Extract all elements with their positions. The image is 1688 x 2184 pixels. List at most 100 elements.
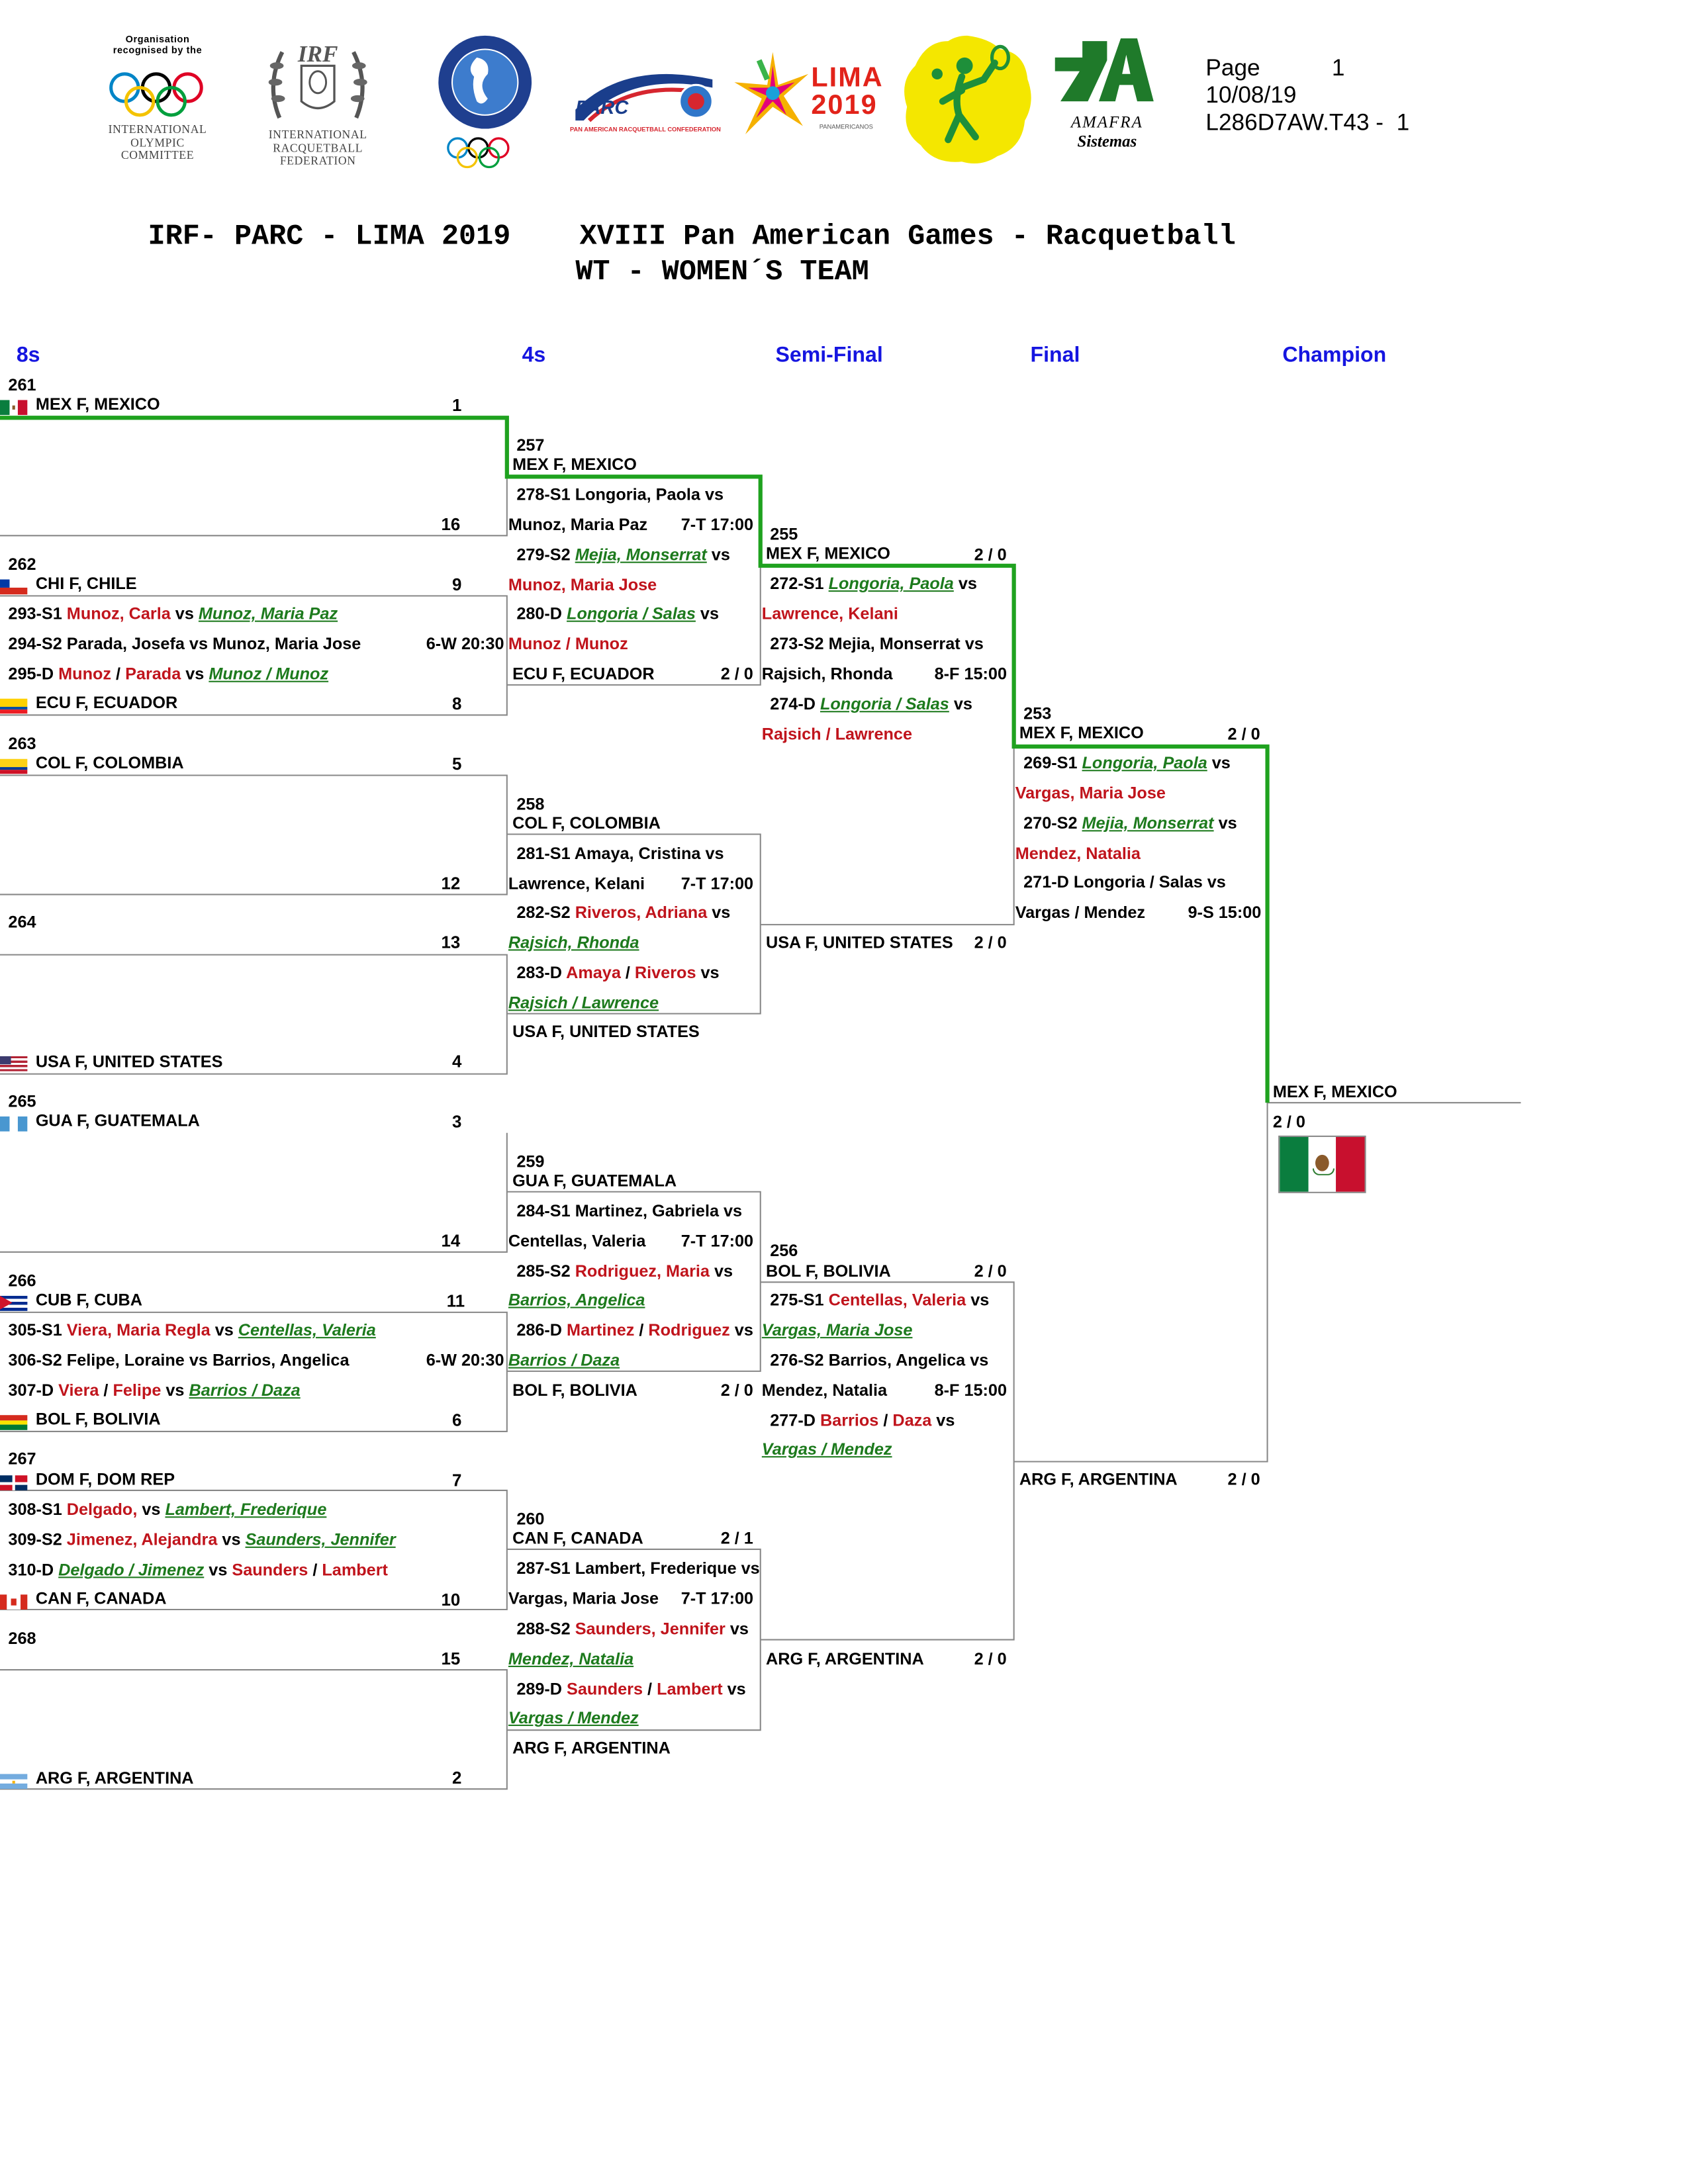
page-title: IRF- PARC - LIMA 2019 XVIII Pan American… <box>148 222 1236 253</box>
game-272: 272-S1 Longoria, Paola vs <box>770 574 977 594</box>
sf-255-team[interactable]: MEX F, MEXICO <box>766 543 890 563</box>
game-284-opponent: Centellas, Valeria <box>508 1231 646 1251</box>
seed-bol: 6 <box>452 1410 462 1430</box>
game-282: 282-S2 Riveros, Adriana vs <box>516 902 731 922</box>
match-number-267: 267 <box>8 1449 36 1469</box>
game-274-opponent: Rajsich / Lawrence <box>761 724 913 744</box>
qf-257-score: 2 / 0 <box>720 664 753 684</box>
match-number-258: 258 <box>516 794 545 814</box>
game-283: 283-D Amaya / Riveros vs <box>516 963 720 983</box>
team-usa[interactable]: USA F, UNITED STATES <box>35 1052 223 1071</box>
game-273-opponent: Rajsich, Rhonda <box>761 664 893 684</box>
flag-arg-icon <box>0 1774 28 1790</box>
qf-258-winner[interactable]: USA F, UNITED STATES <box>512 1022 700 1042</box>
match-number-262: 262 <box>8 555 36 574</box>
final-score-top: 2 / 0 <box>1227 724 1260 744</box>
match-number-265: 265 <box>8 1091 36 1111</box>
ioc-logo: Organisation recognised by the INTERNATI… <box>96 36 233 166</box>
game-271-opponent: Vargas / Mendez <box>1015 902 1145 922</box>
game-277-opponent: Vargas / Mendez <box>761 1439 892 1459</box>
game-287-opponent: Vargas, Maria Jose <box>508 1588 659 1608</box>
final-team-top[interactable]: MEX F, MEXICO <box>1019 723 1144 743</box>
round-header-8s: 8s <box>16 343 40 367</box>
qf-259-winner[interactable]: BOL F, BOLIVIA <box>512 1381 637 1400</box>
qf-260-team[interactable]: CAN F, CANADA <box>512 1528 643 1548</box>
panam-sports-logo <box>436 30 534 173</box>
game-276: 276-S2 Barrios, Angelica vs <box>770 1350 989 1370</box>
champion-team[interactable]: MEX F, MEXICO <box>1272 1082 1397 1102</box>
sf-256-winner-score: 2 / 0 <box>974 1649 1007 1669</box>
report-date: 10/08/19 <box>1205 82 1297 109</box>
seed-bye-15: 15 <box>441 1649 461 1669</box>
team-mex[interactable]: MEX F, MEXICO <box>35 394 160 414</box>
game-285-opponent: Barrios, Angelica <box>508 1290 645 1310</box>
qf-257-team[interactable]: MEX F, MEXICO <box>512 455 637 475</box>
seed-ecu: 8 <box>452 694 462 714</box>
flag-col-icon <box>0 758 28 774</box>
team-gua[interactable]: GUA F, GUATEMALA <box>35 1111 200 1130</box>
game-269-opponent: Vargas, Maria Jose <box>1015 783 1166 803</box>
sf-255-loser[interactable]: USA F, UNITED STATES <box>766 933 953 952</box>
game-286: 286-D Martinez / Rodriguez vs <box>516 1320 753 1340</box>
match-number-255: 255 <box>770 524 798 544</box>
game-275: 275-S1 Centellas, Valeria vs <box>770 1290 990 1310</box>
game-309: 309-S2 Jimenez, Alejandra vs Saunders, J… <box>8 1529 396 1549</box>
irf-crest-icon <box>268 51 367 119</box>
qf-259-team[interactable]: GUA F, GUATEMALA <box>512 1171 677 1191</box>
qf-257-loser[interactable]: ECU F, ECUADOR <box>512 664 655 684</box>
olympic-rings-icon <box>109 72 203 117</box>
amafra-mark-icon <box>1055 38 1154 102</box>
game-279: 279-S2 Mejia, Monserrat vs <box>516 545 730 565</box>
game-287: 287-S1 Lambert, Frederique vs <box>516 1559 760 1578</box>
sf-256-winner[interactable]: ARG F, ARGENTINA <box>766 1649 924 1669</box>
round-header-champion: Champion <box>1282 343 1387 367</box>
team-ecu[interactable]: ECU F, ECUADOR <box>35 693 178 713</box>
report-code: L286D7AW.T43 - 1 <box>1205 109 1410 136</box>
match-number-256: 256 <box>770 1241 798 1261</box>
amafra-logo: AMAFRA Sistemas <box>1053 36 1162 159</box>
game-281-time: 7-T 17:00 <box>680 874 754 893</box>
flag-cub-icon <box>0 1296 28 1311</box>
game-269: 269-S1 Longoria, Paola vs <box>1023 753 1231 773</box>
ioc-caption-top: Organisation recognised by the <box>113 35 203 56</box>
seed-arg: 2 <box>452 1768 462 1788</box>
team-cub[interactable]: CUB F, CUBA <box>35 1290 143 1310</box>
game-289-opponent: Vargas / Mendez <box>508 1708 639 1728</box>
team-bol[interactable]: BOL F, BOLIVIA <box>35 1409 161 1429</box>
lima-star-icon <box>734 52 809 134</box>
panam-globe-icon <box>438 35 532 169</box>
page-subtitle: WT - WOMEN´S TEAM <box>575 257 869 289</box>
team-can[interactable]: CAN F, CANADA <box>35 1588 167 1608</box>
game-288: 288-S2 Saunders, Jennifer vs <box>516 1619 749 1639</box>
match-number-263: 263 <box>8 734 36 754</box>
team-col[interactable]: COL F, COLOMBIA <box>35 753 184 773</box>
sf-256-team[interactable]: BOL F, BOLIVIA <box>766 1261 891 1281</box>
round-header-4s: 4s <box>522 343 546 367</box>
game-294: 294-S2 Parada, Josefa vs Munoz, Maria Jo… <box>8 634 361 654</box>
game-272-opponent: Lawrence, Kelani <box>761 604 898 623</box>
parc-arc-icon <box>575 73 714 122</box>
team-dom[interactable]: DOM F, DOM REP <box>35 1469 175 1489</box>
parc-logo: PARC PAN AMERICAN RACQUETBALL CONFEDERAT… <box>570 60 724 142</box>
team-arg[interactable]: ARG F, ARGENTINA <box>35 1768 194 1788</box>
game-293: 293-S1 Munoz, Carla vs Munoz, Maria Paz <box>8 604 338 623</box>
game-281: 281-S1 Amaya, Cristina vs <box>516 843 724 863</box>
irf-logo: IRF INTERNATIONAL RACQUETBALL FEDERATION <box>260 36 383 170</box>
page-label: Page <box>1205 54 1260 81</box>
game-278-opponent: Munoz, Maria Paz <box>508 515 648 535</box>
match-number-261: 261 <box>8 375 36 395</box>
qf-258-team[interactable]: COL F, COLOMBIA <box>512 813 661 833</box>
match-number-253: 253 <box>1023 704 1052 723</box>
match-number-264: 264 <box>8 912 36 932</box>
game-270: 270-S2 Mejia, Monserrat vs <box>1023 813 1237 833</box>
lima-caption: PANAMERICANOS <box>819 123 873 130</box>
flag-mex-icon <box>0 400 28 416</box>
game-308: 308-S1 Delgado, vs Lambert, Frederique <box>8 1500 327 1520</box>
final-team-bottom[interactable]: ARG F, ARGENTINA <box>1019 1469 1178 1489</box>
seed-mex: 1 <box>452 396 462 416</box>
qf-260-score: 2 / 1 <box>720 1528 753 1548</box>
game-278-time: 7-T 17:00 <box>680 515 754 535</box>
team-chi[interactable]: CHI F, CHILE <box>35 574 137 594</box>
qf-260-winner[interactable]: ARG F, ARGENTINA <box>512 1738 671 1758</box>
